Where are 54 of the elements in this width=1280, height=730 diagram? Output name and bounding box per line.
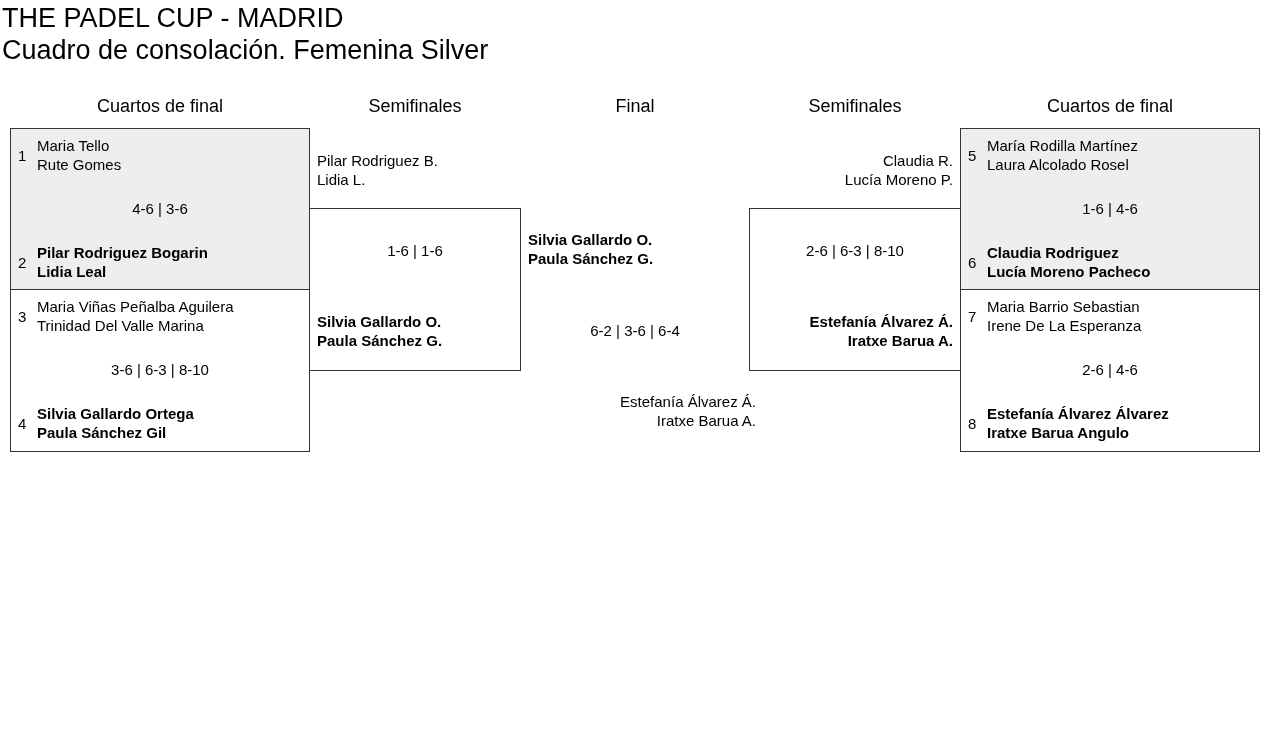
match-score: 4-6 | 3-6 [131, 199, 189, 218]
seed-number: 3 [18, 307, 27, 326]
player-name: Irene De La Esperanza [987, 316, 1142, 335]
player-name: Paula Sánchez Gil [37, 423, 167, 442]
match-score: 2-6 | 4-6 [1081, 360, 1139, 379]
player-name: Silvia Gallardo O. [317, 312, 442, 331]
seed-number: 5 [968, 146, 977, 165]
player-name: Lucía Moreno Pacheco [987, 262, 1151, 281]
title: THE PADEL CUP - MADRID [2, 2, 344, 34]
player-name: Maria Tello [37, 136, 110, 155]
match-score: 1-6 | 4-6 [1081, 199, 1139, 218]
seed-number: 7 [968, 307, 977, 326]
player-name: Pilar Rodriguez B. [317, 151, 438, 170]
player-name: Maria Barrio Sebastian [987, 297, 1140, 316]
match-box [10, 128, 310, 291]
match-score: 3-6 | 6-3 | 8-10 [110, 360, 210, 379]
seed-number: 4 [18, 414, 27, 433]
player-name: Lucía Moreno P. [844, 170, 953, 189]
player-name: Estefanía Álvarez Á. [620, 392, 756, 411]
player-name: Claudia Rodriguez [987, 243, 1119, 262]
player-name: Maria Viñas Peñalba Aguilera [37, 297, 234, 316]
player-name: María Rodilla Martínez [987, 136, 1138, 155]
match-score: 1-6 | 1-6 [386, 241, 444, 260]
player-name: Trinidad Del Valle Marina [37, 316, 204, 335]
player-name: Claudia R. [882, 151, 953, 170]
player-name: Paula Sánchez G. [528, 249, 654, 268]
seed-number: 8 [968, 414, 977, 433]
column-heading: Semifinales [367, 96, 463, 117]
seed-number: 2 [18, 253, 27, 272]
player-name: Rute Gomes [37, 155, 122, 174]
subtitle: Cuadro de consolación. Femenina Silver [2, 34, 489, 66]
column-heading: Cuartos de final [1045, 96, 1175, 117]
player-name: Iratxe Barua A. [656, 411, 756, 430]
column-heading: Cuartos de final [95, 96, 225, 117]
player-name: Silvia Gallardo O. [528, 230, 653, 249]
player-name: Lidia Leal [37, 262, 107, 281]
column-heading: Final [614, 96, 656, 117]
match-box [960, 289, 1260, 452]
player-name: Estefanía Álvarez Álvarez [987, 404, 1169, 423]
match-box [960, 128, 1260, 291]
match-score: 6-2 | 3-6 | 6-4 [589, 321, 681, 340]
column-heading: Semifinales [807, 96, 903, 117]
match-box [10, 289, 310, 452]
player-name: Paula Sánchez G. [317, 331, 443, 350]
player-name: Silvia Gallardo Ortega [37, 404, 194, 423]
player-name: Iratxe Barua A. [847, 331, 953, 350]
player-name: Iratxe Barua Angulo [987, 423, 1129, 442]
player-name: Estefanía Álvarez Á. [809, 312, 953, 331]
player-name: Lidia L. [317, 170, 366, 189]
player-name: Laura Alcolado Rosel [987, 155, 1129, 174]
player-name: Pilar Rodriguez Bogarin [37, 243, 208, 262]
match-score: 2-6 | 6-3 | 8-10 [805, 241, 905, 260]
seed-number: 6 [968, 253, 977, 272]
seed-number: 1 [18, 146, 27, 165]
